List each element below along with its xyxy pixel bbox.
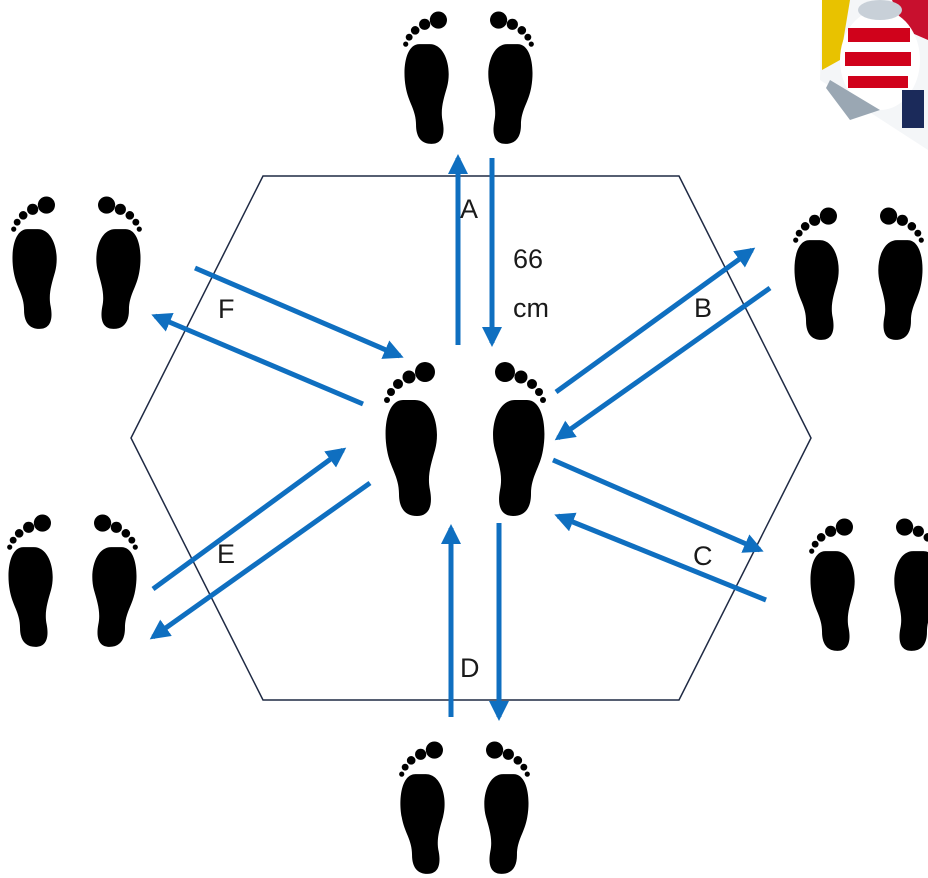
arrow-c-out xyxy=(552,457,764,553)
footprints-lower-left xyxy=(7,514,138,647)
label-c: C xyxy=(693,541,713,571)
footprints-lower-right xyxy=(809,518,928,651)
footprints-top xyxy=(403,11,534,144)
hexagon-outline xyxy=(130,175,812,701)
footprints-bottom xyxy=(399,741,530,874)
footprints-center xyxy=(384,362,546,516)
arrow-b-out xyxy=(554,247,756,395)
footprints-upper-left xyxy=(11,196,142,329)
footprints-upper-right xyxy=(793,207,924,340)
hockey-player-photo xyxy=(820,0,928,150)
arrow-e-in xyxy=(151,447,347,592)
label-e: E xyxy=(217,539,235,569)
arrow-f-in xyxy=(194,265,404,359)
distance-value: 66 xyxy=(513,244,543,274)
label-f: F xyxy=(218,294,235,324)
arrows xyxy=(149,154,772,721)
arrow-e-out xyxy=(149,480,372,640)
distance-unit: cm xyxy=(513,293,549,323)
label-b: B xyxy=(694,293,712,323)
label-d: D xyxy=(460,653,480,683)
arrow-f-out xyxy=(151,313,364,407)
arrow-b-in xyxy=(554,285,772,441)
label-a: A xyxy=(460,194,478,224)
arrow-c-in xyxy=(554,512,767,603)
